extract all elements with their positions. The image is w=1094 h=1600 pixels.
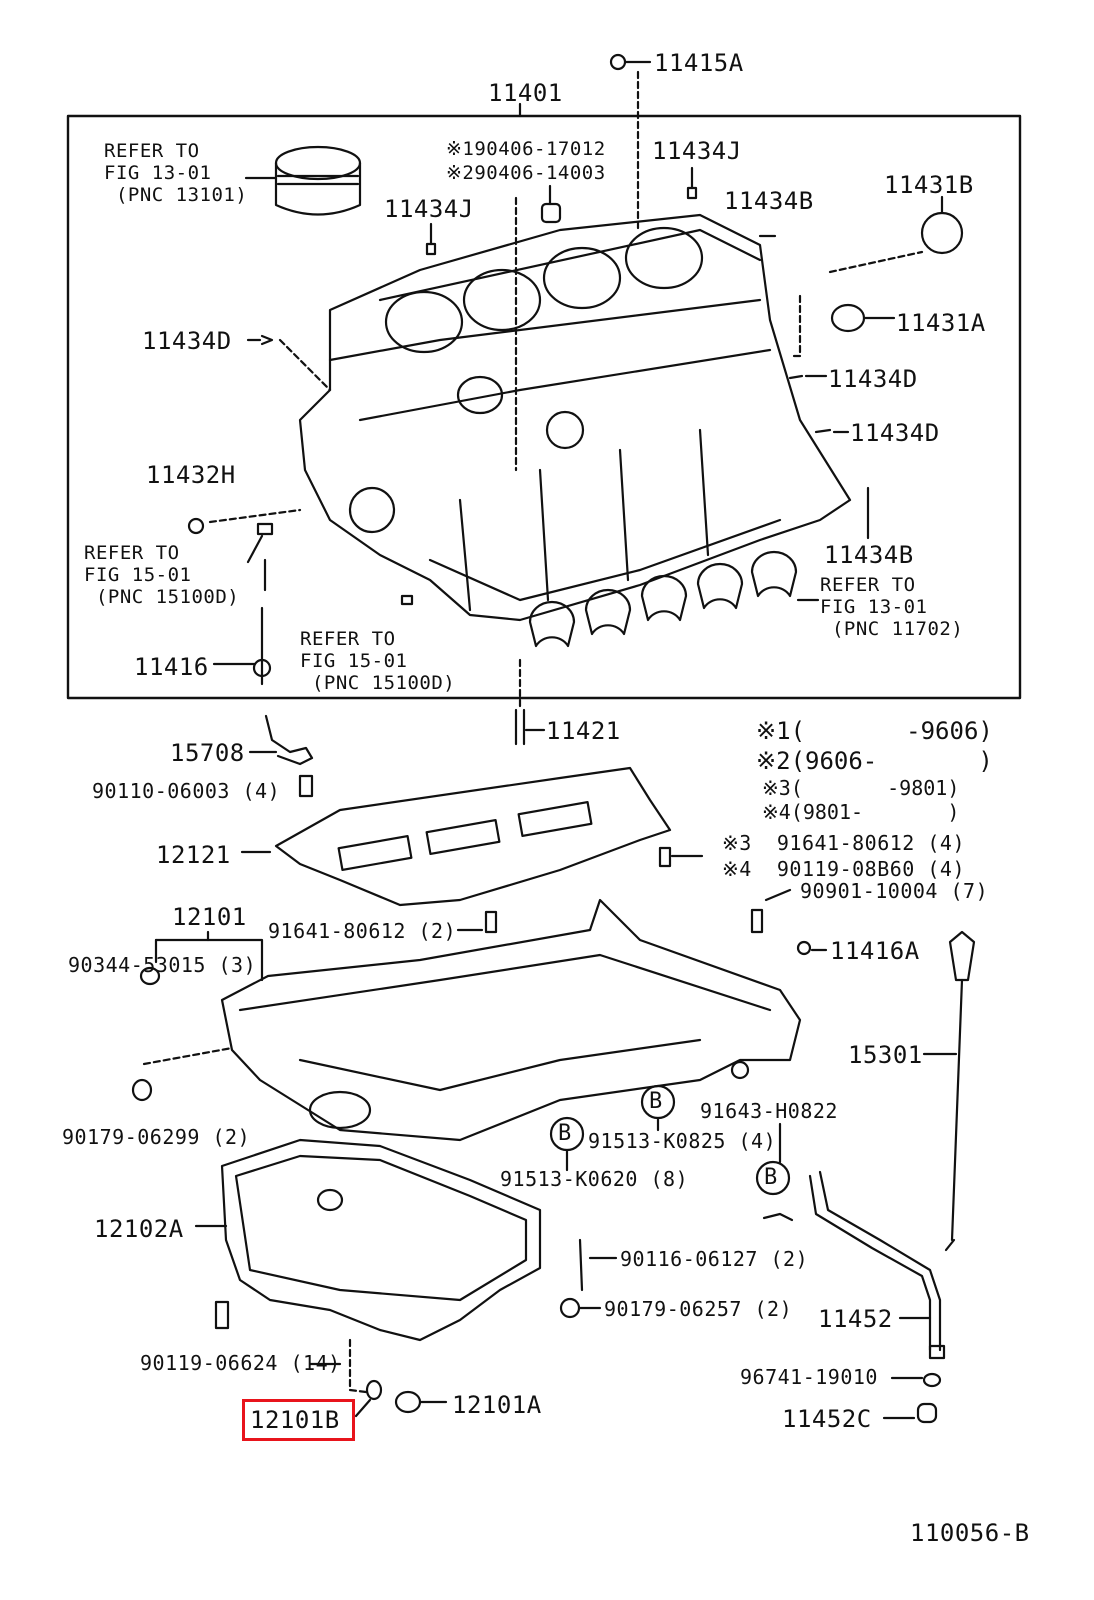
lower-oil-pan-icon — [194, 1138, 542, 1342]
alt-part-label-2[interactable]: ※290406-14003 — [446, 162, 606, 184]
refer-note-piston: REFER TO FIG 13-01 (PNC 13101) — [104, 140, 248, 206]
part-label-11434J[interactable]: 11434J — [384, 195, 474, 223]
part-label-15708[interactable]: 15708 — [170, 739, 245, 767]
alt-part-label-1[interactable]: ※190406-17012 — [446, 138, 606, 160]
part-label-11434B-top[interactable]: 11434B — [724, 187, 814, 215]
part-label-15301[interactable]: 15301 — [848, 1041, 923, 1069]
part-label-96741-19010[interactable]: 96741-19010 — [740, 1365, 878, 1389]
part-label-90110-06003[interactable]: 90110-06003 (4) — [92, 779, 281, 803]
part-label-11434J-top[interactable]: 11434J — [652, 137, 742, 165]
part-label-11434B[interactable]: 11434B — [824, 541, 914, 569]
part-label-90179-06299[interactable]: 90179-06299 (2) — [62, 1125, 251, 1149]
part-label-12101[interactable]: 12101 — [172, 903, 247, 931]
legend-mark: ※4 — [762, 800, 791, 824]
part-label-11416A[interactable]: 11416A — [830, 937, 920, 965]
ref-marker-b: B — [649, 1089, 663, 1114]
part-label-90119-06624[interactable]: 90119-06624 (14) — [140, 1351, 341, 1375]
crank-bearings-icon — [528, 550, 820, 648]
legend-row-2: ※2(9606- ) — [756, 746, 993, 776]
dipstick-guide-icon — [808, 1170, 946, 1360]
refer-note-bearings: REFER TO FIG 13-01 (PNC 11702) — [820, 574, 964, 640]
legend-mark: ※1 — [756, 717, 791, 745]
figure-id: 110056-B — [910, 1519, 1030, 1547]
part-label-11431B[interactable]: 11431B — [884, 171, 974, 199]
legend-row-3: ※3( -9801) — [756, 776, 993, 800]
part-label-90901-10004[interactable]: 90901-10004 (7) — [800, 879, 989, 903]
part-label-91641-80612-4[interactable]: ※3 91641-80612 (4) — [722, 831, 965, 855]
ref-marker-b: B — [558, 1121, 572, 1146]
part-label-90116-06127[interactable]: 90116-06127 (2) — [620, 1247, 809, 1271]
legend-row-4: ※4(9801- ) — [756, 800, 993, 824]
part-label-91643-H0822[interactable]: 91643-H0822 — [700, 1099, 838, 1123]
dipstick-icon — [922, 930, 976, 1252]
part-label-11434D-left[interactable]: 11434D — [142, 327, 232, 355]
legend-range: ( -9606) — [790, 717, 993, 745]
part-label-91641-80612-2[interactable]: 91641-80612 (2) — [268, 919, 457, 943]
block-group-frame — [66, 114, 1022, 700]
part-label-11452[interactable]: 11452 — [818, 1305, 893, 1333]
part-label-91513-K0825[interactable]: 91513-K0825 (4) — [588, 1129, 777, 1153]
legend-range: (9801- ) — [790, 800, 960, 824]
ref-marker-b: B — [764, 1165, 778, 1190]
legend-range: ( -9801) — [790, 776, 960, 800]
engine-block-icon — [298, 213, 852, 622]
date-range-legend: ※1( -9606) ※2(9606- ) ※3( -9801) ※4(9801… — [756, 716, 993, 824]
part-label-12121[interactable]: 12121 — [156, 841, 231, 869]
part-label-12102A[interactable]: 12102A — [94, 1215, 184, 1243]
part-label-90119-08B60[interactable]: ※4 90119-08B60 (4) — [722, 857, 965, 881]
part-label-11421[interactable]: 11421 — [546, 717, 621, 745]
legend-mark: ※3 — [762, 776, 791, 800]
part-label-12101B[interactable]: 12101B — [250, 1406, 340, 1434]
part-label-12101A[interactable]: 12101A — [452, 1391, 542, 1419]
oil-strainer-bracket-icon — [248, 714, 314, 798]
refer-note-timing-2: REFER TO FIG 15-01 (PNC 15100D) — [300, 628, 456, 694]
part-label-90344-53015[interactable]: 90344-53015 (3) — [68, 953, 257, 977]
part-label-11432H[interactable]: 11432H — [146, 461, 236, 489]
legend-range: (9606- ) — [790, 747, 993, 775]
part-label-11434D-mid[interactable]: 11434D — [828, 365, 918, 393]
part-label-11415A[interactable]: 11415A — [654, 49, 744, 77]
oil-baffle-plate-icon — [240, 766, 672, 907]
part-label-11416[interactable]: 11416 — [134, 653, 209, 681]
legend-row-1: ※1( -9606) — [756, 716, 993, 746]
piston-icon — [244, 145, 362, 216]
bolt-icon — [609, 53, 652, 71]
part-label-11431A[interactable]: 11431A — [896, 309, 986, 337]
part-label-91513-K0620[interactable]: 91513-K0620 (8) — [500, 1167, 689, 1191]
part-label-90179-06257[interactable]: 90179-06257 (2) — [604, 1297, 793, 1321]
refer-note-timing-1: REFER TO FIG 15-01 (PNC 15100D) — [84, 542, 240, 608]
part-label-11401[interactable]: 11401 — [488, 79, 563, 107]
highlight-box — [242, 1399, 355, 1441]
upper-oil-pan-icon — [220, 898, 802, 1142]
part-label-11434D-right[interactable]: 11434D — [850, 419, 940, 447]
part-label-11452C[interactable]: 11452C — [782, 1405, 872, 1433]
legend-mark: ※2 — [756, 747, 791, 775]
